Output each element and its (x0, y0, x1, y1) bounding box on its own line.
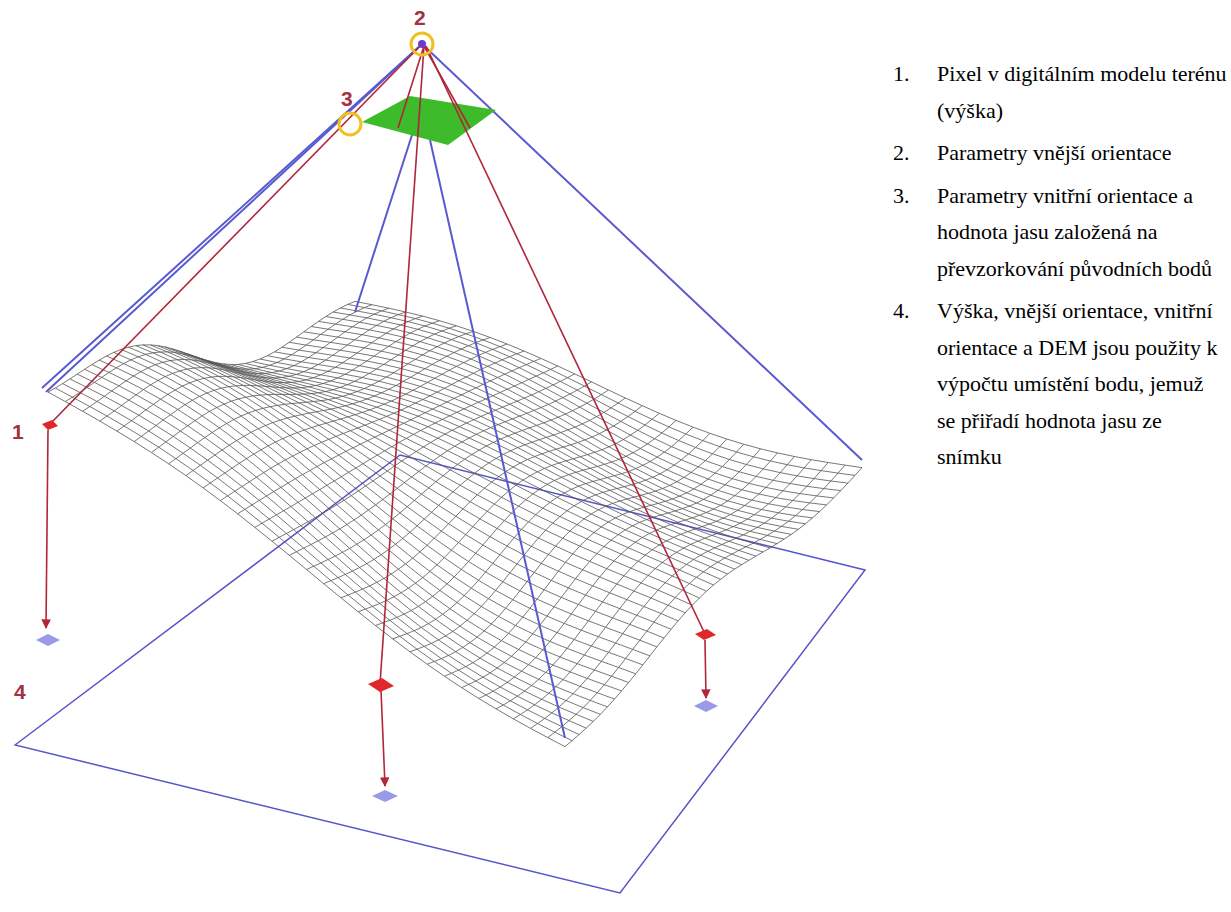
callout-number: 4 (14, 680, 26, 704)
mesh-line (107, 356, 622, 691)
mesh-line (117, 316, 423, 431)
mesh-line (513, 460, 811, 719)
list-item: 1.Pixel v digitálním modelu terénu (výšk… (893, 56, 1227, 129)
mesh-line (180, 351, 693, 605)
list-number: 1. (893, 56, 937, 129)
mesh-line (99, 360, 614, 699)
list-item: 4.Výška, vnější orientace, vnitřní orien… (893, 293, 1227, 476)
mesh-line (565, 468, 862, 747)
projection-lines (42, 44, 862, 738)
callout-number: 2 (414, 6, 426, 30)
mesh-line (304, 332, 813, 518)
list-text: Pixel v digitálním modelu terénu (výška) (937, 56, 1227, 129)
mesh-line (333, 312, 841, 491)
mesh-line (272, 374, 575, 541)
base-plane (15, 455, 865, 893)
list-number: 2. (893, 135, 937, 172)
mesh-line (496, 457, 794, 709)
mesh-line (121, 349, 636, 673)
list-item: 2.Parametry vnější orientace (893, 135, 1227, 172)
mesh-line (307, 390, 609, 570)
highlight-circle (411, 33, 433, 55)
mesh-line (289, 342, 798, 529)
mesh-line (253, 362, 763, 552)
list-number: 3. (893, 178, 937, 288)
image-plane (362, 96, 496, 145)
mesh-line (63, 384, 580, 735)
mesh-line (65, 305, 372, 402)
mesh-line (444, 444, 743, 676)
highlight-circle (339, 113, 361, 135)
mesh-line (479, 453, 778, 699)
list-text: Parametry vnější orientace (937, 135, 1227, 172)
mesh-line (462, 449, 761, 688)
mesh-line (83, 308, 389, 411)
mesh-line (165, 347, 678, 621)
mesh-line (134, 321, 439, 442)
mesh-line (220, 351, 524, 501)
rays (46, 46, 706, 786)
surface-points (42, 420, 716, 692)
mesh-line (151, 326, 456, 453)
mesh-line (341, 406, 642, 598)
list-text: Parametry vnitřní orientace a hodnota ja… (937, 178, 1227, 288)
callout-number: 1 (12, 420, 24, 444)
mesh-line (100, 312, 406, 421)
terrain-mesh (48, 301, 862, 746)
mesh-line (427, 439, 727, 664)
mesh-line (531, 463, 829, 729)
mesh-line (410, 433, 710, 652)
mesh-line (223, 364, 734, 569)
mesh-line (202, 359, 714, 585)
legend-list: 1.Pixel v digitálním modelu terénu (výšk… (893, 56, 1227, 482)
mesh-line (340, 308, 848, 483)
mesh-line (311, 327, 819, 512)
projection-center (418, 40, 426, 48)
mesh-line (186, 338, 490, 476)
mesh-line (238, 358, 541, 513)
mesh-line (172, 349, 685, 613)
mesh-line (238, 364, 749, 560)
list-number: 4. (893, 293, 937, 476)
base-points (36, 634, 718, 802)
mesh-line (203, 344, 507, 488)
list-item: 3.Parametry vnitřní orientace a hodnota … (893, 178, 1227, 288)
mesh-line (297, 337, 806, 524)
mesh-line (324, 398, 626, 584)
mesh-line (187, 354, 700, 598)
list-text: Výška, vnější orientace, vnitřní orienta… (937, 293, 1227, 476)
mesh-line (128, 347, 642, 665)
callout-number: 3 (341, 87, 353, 111)
mesh-line (114, 352, 629, 682)
